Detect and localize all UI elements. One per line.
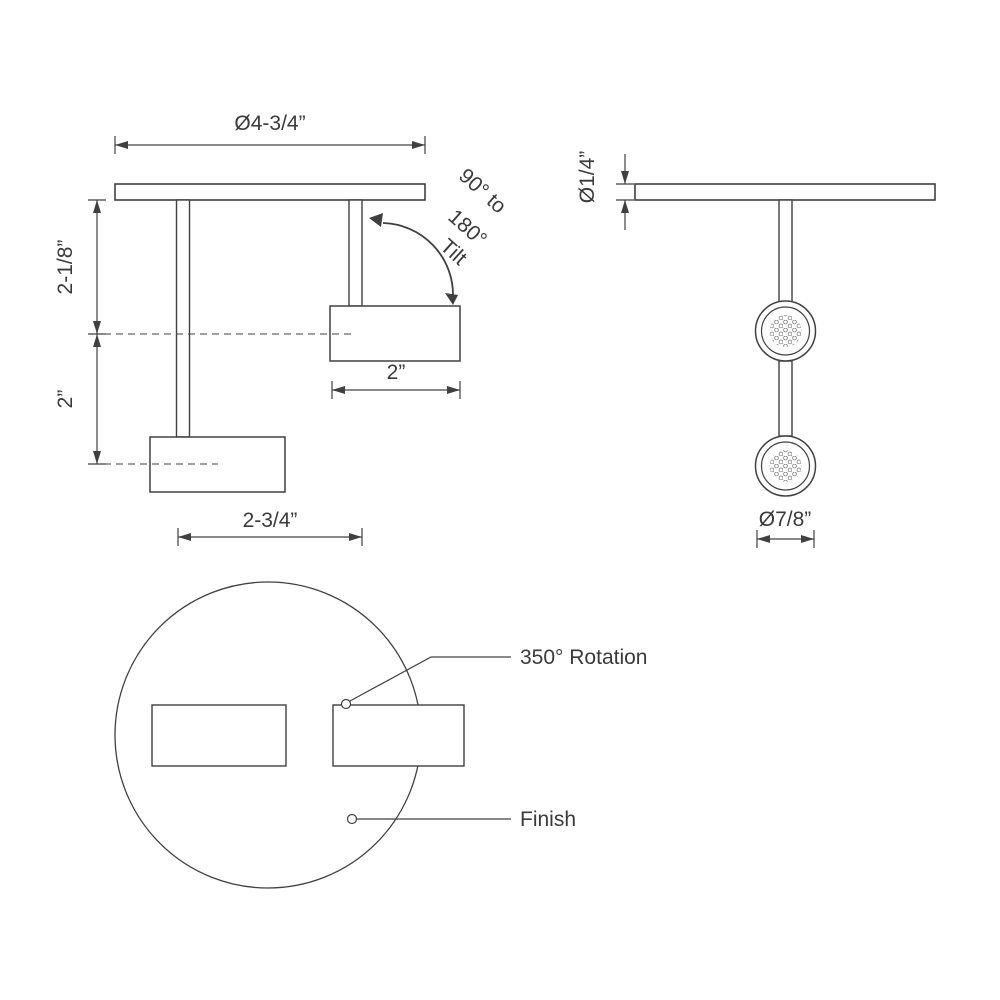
dim-arrow-left — [115, 141, 128, 149]
rotation-leader-line — [349, 656, 511, 702]
dim-upper-drop-label: 2-1/8” — [54, 240, 77, 295]
dim-canopy-thickness-label: Ø1/4” — [576, 151, 599, 204]
dim-drop-heights: 2-1/8” 2” — [54, 199, 106, 465]
right-light-head-plan — [332, 704, 465, 767]
head1-led-array — [769, 315, 802, 347]
dim-head-diameter-label: Ø7/8” — [759, 508, 812, 531]
left-light-head-plan — [151, 704, 287, 767]
canopy-plate-side — [114, 183, 426, 201]
finish-label: Finish — [520, 808, 576, 831]
front-stem-upper — [778, 199, 793, 303]
right-stem — [348, 199, 363, 307]
side-view: Ø4-3/4” 2-1/8” — [54, 112, 511, 546]
head2-led-array — [769, 450, 802, 482]
dim-head-diameter: Ø7/8” — [756, 508, 815, 548]
dim-canopy-thickness: Ø1/4” — [576, 151, 634, 230]
front-stem-middle — [778, 360, 793, 437]
finish-callout: Finish — [346, 808, 576, 831]
left-stem — [175, 199, 191, 438]
tilt-arrow-end — [445, 293, 458, 305]
tilt-arrow-start — [369, 213, 383, 227]
dim-right-head-length: 2” — [331, 361, 461, 399]
dim-head-spacing-label: 2-3/4” — [243, 509, 298, 532]
front-view: Ø1/4” — [576, 151, 936, 548]
dim-head-spacing: 2-3/4” — [177, 509, 363, 546]
dim-canopy-width: Ø4-3/4” — [114, 112, 426, 154]
finish-callout-marker — [346, 813, 358, 825]
dim-canopy-width-label: Ø4-3/4” — [234, 112, 305, 135]
right-light-head-side — [329, 305, 461, 362]
dim-head-length-label: 2” — [387, 361, 406, 384]
rotation-callout: 350° Rotation — [340, 646, 648, 710]
dim-arrow-right — [412, 141, 425, 149]
light-head-front-2 — [754, 435, 817, 497]
plan-view: 350° Rotation Finish — [114, 581, 648, 889]
rotation-label: 350° Rotation — [520, 646, 648, 669]
tilt-arc-arrow — [382, 222, 454, 298]
light-head-front-1 — [754, 300, 817, 362]
dim-lower-drop-label: 2” — [54, 390, 77, 409]
canopy-plate-front — [634, 183, 936, 201]
rotation-callout-marker — [340, 698, 352, 710]
